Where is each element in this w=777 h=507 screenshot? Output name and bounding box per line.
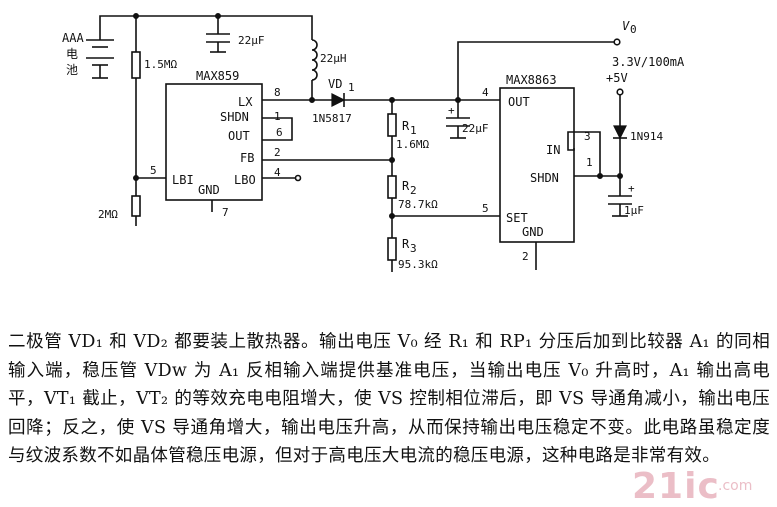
diode2-label: 1N914	[630, 130, 663, 143]
ic1-pin-shdn: SHDN	[220, 110, 249, 124]
ic1-pin-lbi: LBI	[172, 173, 194, 187]
ic2-pin-shdn: SHDN	[530, 171, 559, 185]
resistor-r2	[387, 175, 397, 199]
battery-label-1: AAA	[62, 31, 84, 45]
vout-label-sub: 0	[630, 23, 637, 36]
r2-label-sub: 2	[410, 184, 417, 197]
resistor-top	[131, 51, 141, 79]
wire-vout	[457, 41, 614, 100]
ic1-pin5-num: 5	[150, 164, 157, 177]
r1-label: R	[402, 119, 410, 133]
capacitor-1uf	[608, 195, 632, 217]
wire-in	[567, 131, 601, 176]
battery-label-2: 电	[66, 47, 78, 61]
vd1-label: VD	[328, 77, 342, 91]
inductor-symbol	[311, 39, 318, 81]
ic1-name: MAX859	[196, 69, 239, 83]
ic2-pin1-num: 1	[586, 156, 593, 169]
resistor-r1	[387, 113, 397, 137]
ic1-pin7-num: 7	[222, 206, 229, 219]
ic2-name: MAX8863	[506, 73, 557, 87]
ic2-pin-set: SET	[506, 211, 528, 225]
ic1-pin2-num: 2	[274, 146, 281, 159]
r2-label: R	[402, 179, 410, 193]
vout-spec: 3.3V/100mA	[612, 55, 685, 69]
diode-1n914	[613, 125, 627, 140]
ic2-pin4-num: 4	[482, 86, 489, 99]
cap-small-label: 1μF	[624, 204, 644, 217]
resistor-r3	[387, 237, 397, 261]
ic2-pin3-num: 3	[584, 130, 591, 143]
r3-label: R	[402, 237, 410, 251]
vout-terminal	[613, 38, 621, 46]
diode-vd1	[331, 93, 346, 107]
cap-out-label: 22μF	[462, 122, 489, 135]
battery-label-3: 池	[66, 63, 78, 77]
vout-label: V	[622, 19, 630, 33]
r3-value: 95.3kΩ	[398, 258, 438, 271]
lbo-terminal	[294, 174, 302, 182]
ic1-pin4-num: 4	[274, 166, 281, 179]
cap-out-plus: +	[448, 104, 455, 117]
watermark: 21ic	[632, 466, 720, 507]
wire-shdn-out-link	[262, 117, 293, 141]
r-top-label: 1.5MΩ	[144, 58, 177, 71]
ic1-pin-out: OUT	[228, 129, 250, 143]
r3-label-sub: 3	[410, 242, 417, 255]
description-text: 二极管 VD₁ 和 VD₂ 都要装上散热器。输出电压 V₀ 经 R₁ 和 RP₁…	[8, 332, 770, 466]
ic-max859	[165, 83, 263, 201]
node-dot	[389, 157, 396, 164]
ic2-pin-out: OUT	[508, 95, 530, 109]
node-dot	[596, 173, 603, 180]
r1-value: 1.6MΩ	[396, 138, 429, 151]
r-bottom-label: 2MΩ	[98, 208, 118, 221]
input-cap-label: 22μF	[238, 34, 265, 47]
ic1-pin-gnd: GND	[198, 183, 220, 197]
watermark-suffix: .com	[718, 478, 753, 494]
plus5-label: +5V	[606, 71, 628, 85]
ic1-pin-lx: LX	[238, 95, 253, 109]
plus5-terminal	[616, 88, 624, 96]
ic-max8863	[499, 87, 575, 243]
ic1-pin6-num: 6	[276, 126, 283, 139]
wire-top-rail	[99, 15, 313, 40]
inductor-label: 22μH	[320, 52, 347, 65]
ic1-pin-fb: FB	[240, 151, 254, 165]
ic2-pin-gnd: GND	[522, 225, 544, 239]
vd1-label-sub: 1	[348, 81, 355, 94]
vd1-part: 1N5817	[312, 112, 352, 125]
output-capacitor	[446, 117, 470, 139]
ic2-pin5-num: 5	[482, 202, 489, 215]
ic1-pin1-num: 1	[274, 110, 281, 123]
ic2-pin2-num: 2	[522, 250, 529, 263]
ic1-pin8-num: 8	[274, 86, 281, 99]
resistor-bottom	[131, 195, 141, 217]
r2-value: 78.7kΩ	[398, 198, 438, 211]
circuit-schematic: AAA 电 池 22μF 1.5MΩ 2MΩ 22μH MAX859 LX SH…	[62, 13, 685, 272]
cap-small-plus: +	[628, 182, 635, 195]
input-capacitor	[206, 16, 230, 53]
battery-symbol	[86, 34, 114, 79]
r1-label-sub: 1	[410, 124, 417, 137]
ic1-pin-lbo: LBO	[234, 173, 256, 187]
ic2-pin-in: IN	[546, 143, 560, 157]
